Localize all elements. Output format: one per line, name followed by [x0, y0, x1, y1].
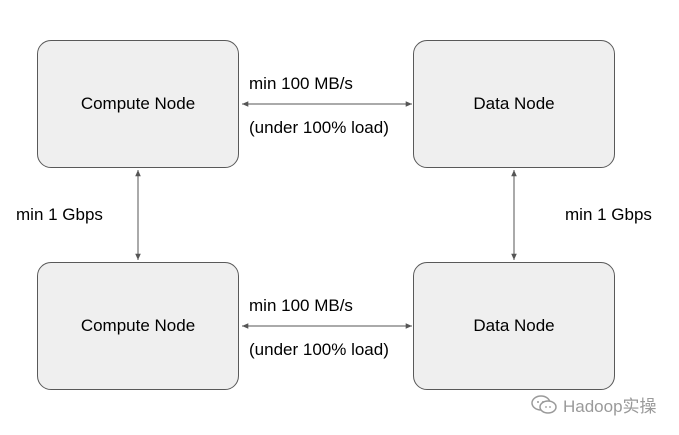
compute-node-bottom: Compute Node — [37, 262, 239, 390]
left-link-bandwidth-label: min 1 Gbps — [16, 205, 103, 224]
wechat-icon — [531, 394, 557, 414]
top-link-bandwidth-label: min 100 MB/s — [249, 74, 353, 93]
right-link-bandwidth-label: min 1 Gbps — [565, 205, 652, 224]
compute-node-top-label: Compute Node — [80, 94, 196, 113]
bottom-link-bandwidth-label: min 100 MB/s — [249, 296, 353, 315]
top-link-load-label: (under 100% load) — [249, 118, 389, 137]
data-node-top-label: Data Node — [473, 94, 555, 113]
watermark: Hadoop实操 — [531, 392, 657, 417]
compute-node-top: Compute Node — [37, 40, 239, 168]
bottom-link-load-label: (under 100% load) — [249, 340, 389, 359]
data-node-bottom-label: Data Node — [473, 316, 555, 335]
data-node-bottom: Data Node — [413, 262, 615, 390]
watermark-text: Hadoop实操 — [563, 397, 657, 416]
data-node-top: Data Node — [413, 40, 615, 168]
compute-node-bottom-label: Compute Node — [80, 316, 196, 335]
